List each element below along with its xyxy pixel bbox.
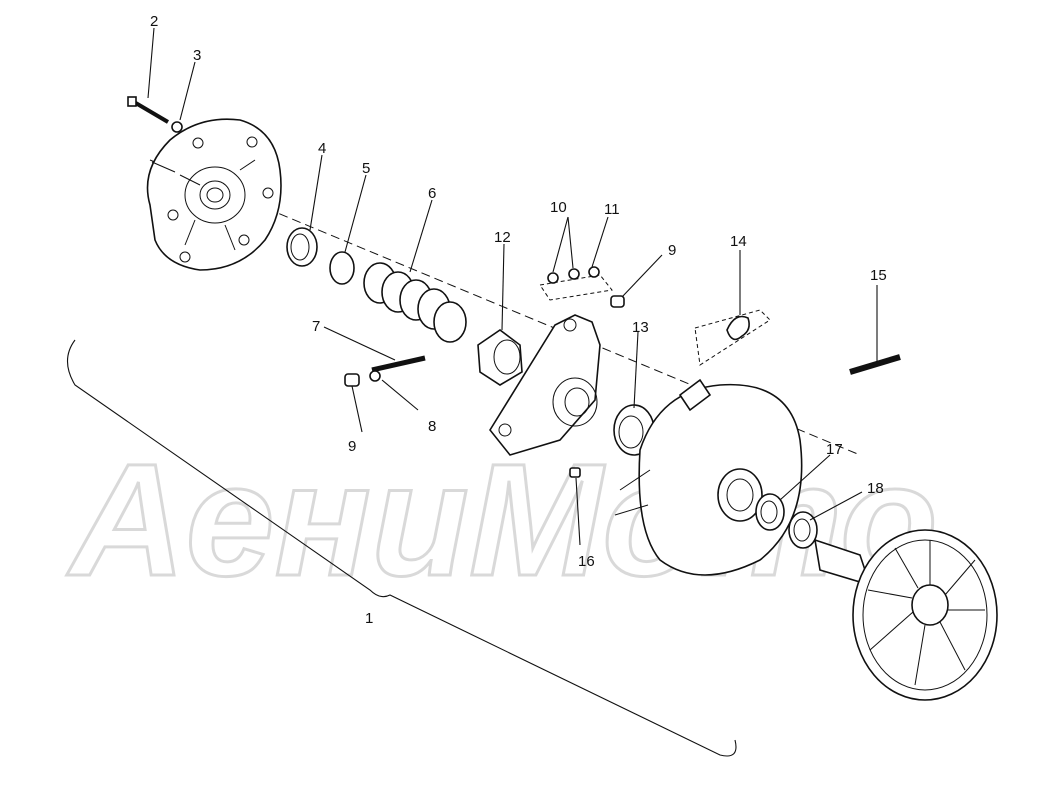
- callout-9-left: 9: [348, 438, 356, 455]
- callout-12: 12: [494, 229, 511, 246]
- cap-part-9-right: [610, 295, 625, 308]
- callout-2: 2: [150, 13, 158, 30]
- fixed-sheave: [813, 529, 998, 701]
- callout-8: 8: [428, 418, 436, 435]
- callout-6: 6: [428, 185, 436, 202]
- cover-plate: [146, 118, 282, 271]
- cap-part-9-left: [344, 373, 360, 387]
- callout-16: 16: [578, 553, 595, 570]
- snap-ring-part-5: [329, 251, 355, 285]
- washer-part-3: [171, 121, 183, 133]
- spring-part-6: [363, 262, 467, 343]
- cam-part-12: [477, 329, 523, 386]
- assembly-bracket: [66, 339, 737, 757]
- pin-part-15: [849, 354, 901, 375]
- washer-part-18: [788, 511, 818, 549]
- callout-15: 15: [870, 267, 887, 284]
- washer-part-8: [369, 370, 381, 382]
- nuts-parts-10-11: [539, 266, 613, 301]
- bolt-part-2: [127, 96, 170, 124]
- callout-17: 17: [826, 441, 843, 458]
- callout-3: 3: [193, 47, 201, 64]
- callout-10: 10: [550, 199, 567, 216]
- callout-18: 18: [867, 480, 884, 497]
- bushing-part-4: [286, 227, 318, 267]
- callout-9-right: 9: [668, 242, 676, 259]
- spider-arm: [489, 314, 601, 456]
- leader-lines: [147, 27, 878, 546]
- callout-7: 7: [312, 318, 320, 335]
- callout-labels: 1 2 3 4 5 6 7 8 9 9 10 11 12 13 14 15 16…: [150, 13, 887, 627]
- callout-5: 5: [362, 160, 370, 177]
- pin-part-7: [371, 355, 426, 373]
- callout-1: 1: [365, 610, 373, 627]
- callout-13: 13: [632, 319, 649, 336]
- bushing-part-17: [755, 493, 785, 531]
- bolt-part-16: [569, 467, 581, 478]
- moveable-sheave: [614, 378, 803, 576]
- callout-4: 4: [318, 140, 326, 157]
- callout-11: 11: [604, 201, 620, 218]
- bracket-part-14: [694, 309, 771, 366]
- callout-14: 14: [730, 233, 747, 250]
